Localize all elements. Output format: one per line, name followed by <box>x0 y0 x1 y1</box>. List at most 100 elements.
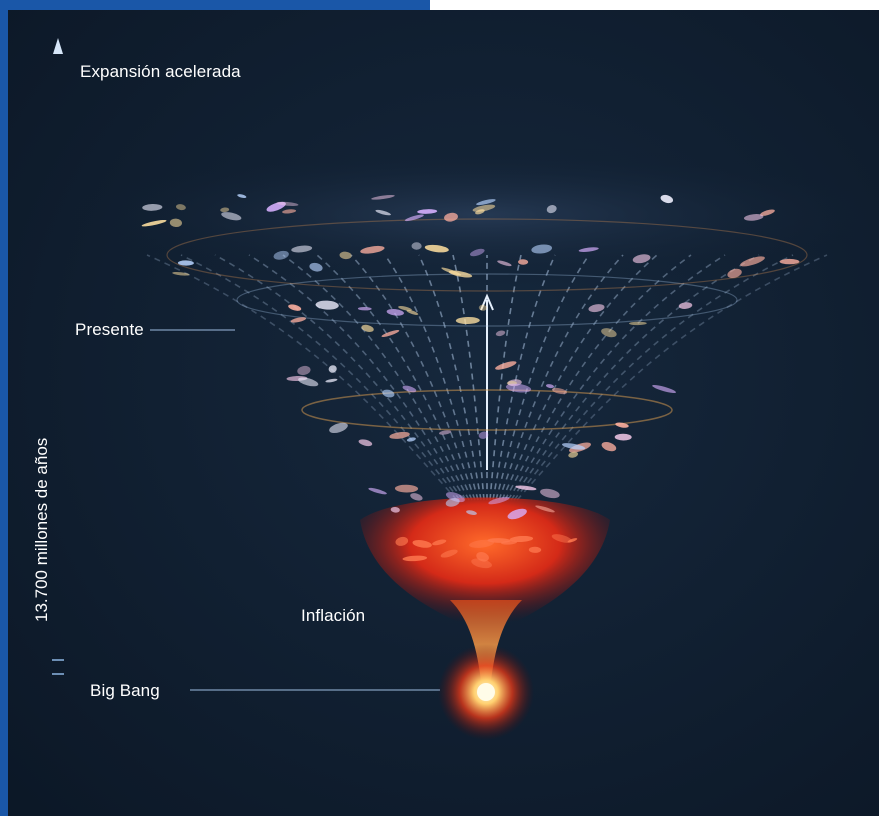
galaxy <box>551 534 572 543</box>
galaxy <box>601 328 617 338</box>
galaxy <box>389 431 410 439</box>
galaxy <box>273 250 289 260</box>
galaxy <box>535 505 555 513</box>
label-accelerated-expansion: Expansión acelerada <box>80 62 241 81</box>
galaxy <box>315 300 339 310</box>
galaxy <box>371 194 395 200</box>
galaxy <box>412 540 432 548</box>
time-axis-label: 13.700 millones de años <box>32 437 51 622</box>
galaxy <box>497 260 512 267</box>
galaxy <box>375 209 391 216</box>
field-line <box>507 254 726 501</box>
galaxy <box>779 258 800 265</box>
galaxy <box>339 251 352 260</box>
galaxy <box>488 496 510 505</box>
galaxy <box>329 422 348 434</box>
galaxy <box>568 451 579 458</box>
galaxy <box>424 244 449 253</box>
galaxy <box>507 508 527 520</box>
galaxy <box>404 214 424 222</box>
galaxy <box>515 485 537 491</box>
galaxy <box>361 324 374 332</box>
field-line <box>248 254 467 501</box>
field-line <box>489 254 522 501</box>
galaxy <box>470 248 485 257</box>
blue-frame-left <box>0 0 8 816</box>
galaxy <box>727 268 742 279</box>
galaxy <box>632 254 651 264</box>
galaxy <box>394 484 419 493</box>
galaxy <box>328 365 337 373</box>
galaxy <box>368 487 387 495</box>
galaxy <box>501 540 517 545</box>
galaxy <box>546 205 557 214</box>
galaxy <box>588 304 605 313</box>
galaxy <box>601 442 617 452</box>
galaxy <box>390 506 400 513</box>
galaxy <box>386 308 404 316</box>
galaxy <box>382 389 395 398</box>
galaxy <box>297 365 311 376</box>
galaxy <box>395 536 409 546</box>
galaxy <box>441 267 462 276</box>
galaxy <box>276 201 299 207</box>
galaxy <box>398 306 412 311</box>
galaxy <box>221 212 242 221</box>
galaxy <box>567 538 578 543</box>
galaxy <box>652 384 677 394</box>
galaxy-cluster <box>141 194 800 569</box>
field-line <box>504 254 692 501</box>
label-inflation: Inflación <box>301 606 366 625</box>
galaxy <box>282 209 297 214</box>
galaxy <box>169 218 182 228</box>
field-line <box>501 254 658 501</box>
galaxy <box>381 329 400 338</box>
galaxy <box>288 304 302 311</box>
galaxy <box>410 493 423 501</box>
white-frame-top <box>430 0 879 10</box>
galaxy <box>402 385 417 393</box>
galaxy <box>545 384 555 389</box>
galaxy <box>478 304 487 311</box>
galaxy <box>531 244 553 254</box>
galaxy <box>172 271 190 276</box>
field-line <box>316 254 473 501</box>
galaxy <box>291 245 313 253</box>
label-big-bang: Big Bang <box>90 681 160 700</box>
galaxy <box>445 498 460 507</box>
galaxy <box>466 510 477 515</box>
galaxy <box>406 309 419 315</box>
galaxy <box>445 492 465 503</box>
galaxy <box>406 437 416 442</box>
field-line <box>282 254 470 501</box>
galaxy <box>614 433 632 441</box>
central-expansion-arrow <box>480 293 494 470</box>
galaxy <box>551 387 568 395</box>
galaxy <box>220 207 230 213</box>
field-line <box>492 254 556 501</box>
galaxy <box>615 422 629 428</box>
galaxy <box>743 214 764 221</box>
galaxy <box>298 377 319 387</box>
galaxy <box>629 321 647 326</box>
blue-frame-top <box>0 0 430 10</box>
galaxy <box>440 549 458 558</box>
galaxy <box>177 260 194 266</box>
galaxy <box>578 247 599 252</box>
galaxy <box>518 259 529 265</box>
field-line <box>350 254 476 501</box>
galaxy <box>432 539 447 546</box>
galaxy <box>411 242 422 250</box>
galaxy <box>417 209 438 214</box>
galaxy <box>509 535 534 543</box>
galaxy <box>476 552 489 562</box>
galaxy <box>561 443 586 450</box>
galaxy <box>141 219 167 227</box>
field-line <box>498 254 624 501</box>
field-line <box>146 254 458 501</box>
galaxy <box>472 204 496 212</box>
field-line <box>214 254 464 501</box>
galaxy <box>438 430 452 435</box>
galaxy <box>495 330 506 337</box>
